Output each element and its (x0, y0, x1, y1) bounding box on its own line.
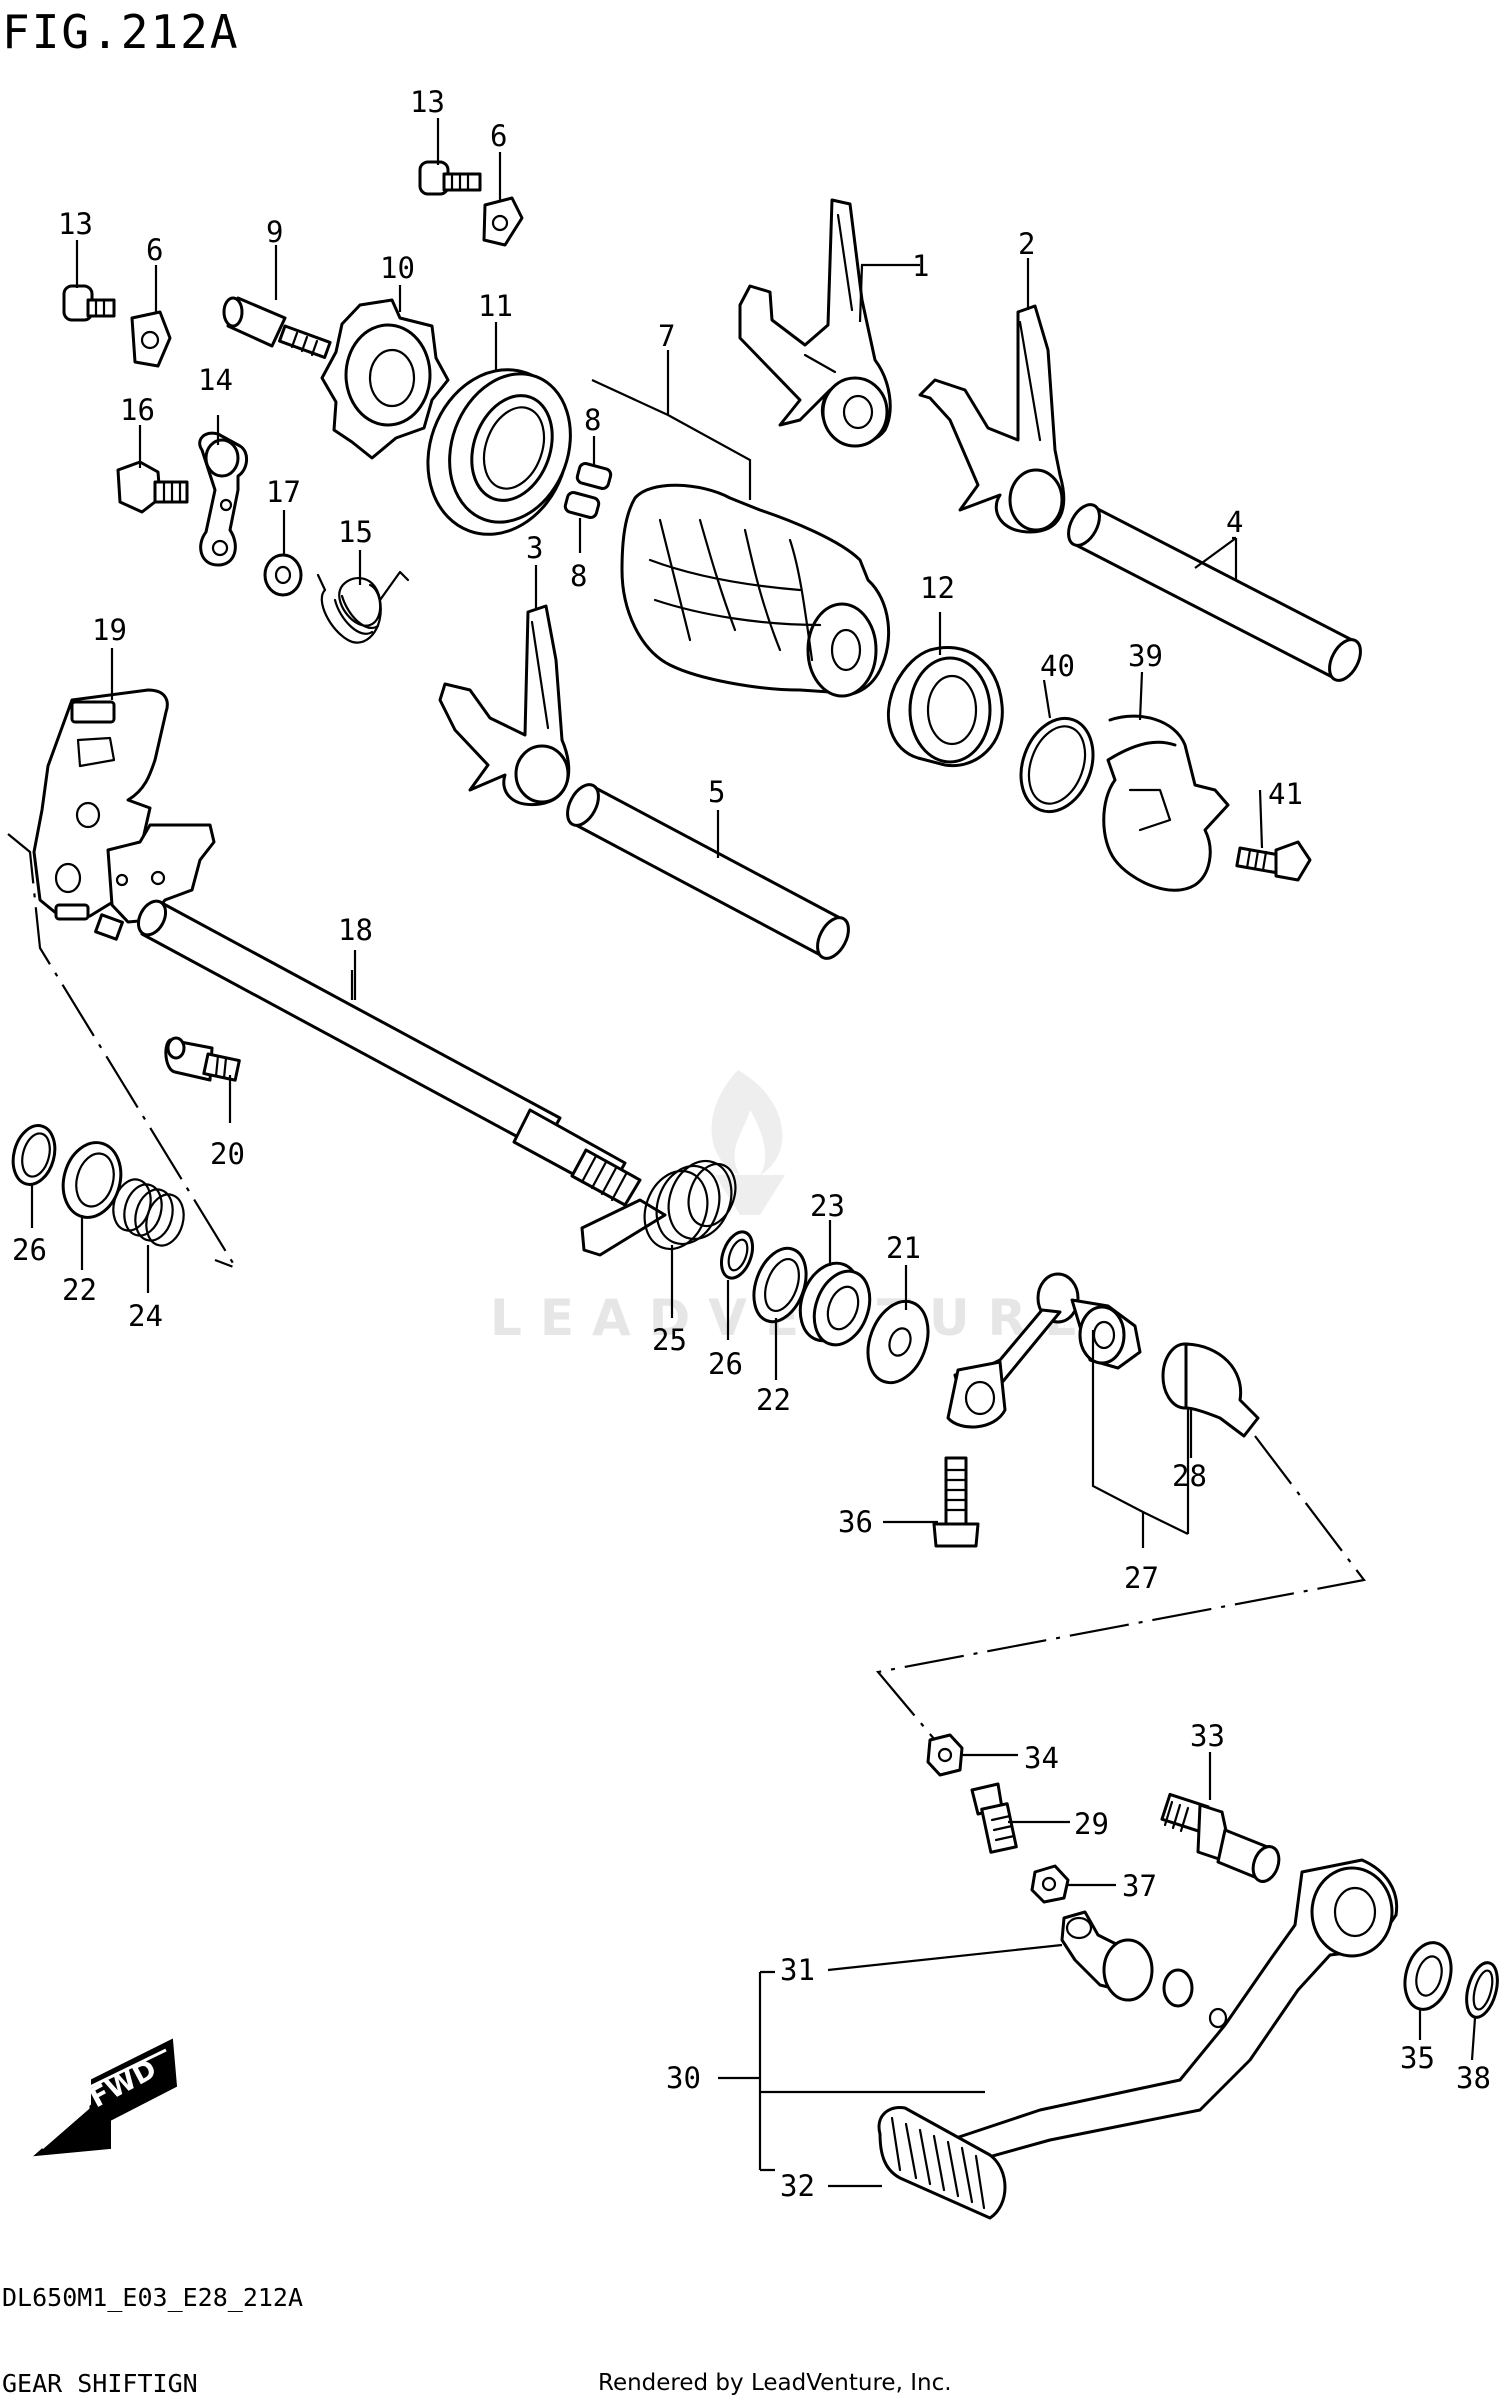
callout-29: 29 (1074, 1807, 1109, 1841)
part-8-pin-lower[interactable] (563, 491, 601, 519)
callout-28: 28 (1172, 1459, 1207, 1493)
part-24-spring[interactable] (108, 1175, 189, 1250)
diagram-name: GEAR SHIFTIGN (2, 2369, 198, 2398)
part-5-fork-shaft[interactable] (561, 779, 855, 963)
callout-34: 34 (1024, 1741, 1059, 1775)
part-13-screw-left[interactable] (62, 284, 116, 322)
part-28-boot[interactable] (1161, 1342, 1260, 1438)
callout-15: 15 (338, 515, 373, 549)
part-16-bolt[interactable] (116, 460, 189, 514)
part-14-stopper-arm[interactable] (198, 431, 248, 567)
part-7-shift-drum[interactable] (620, 483, 891, 698)
callout-23: 23 (810, 1189, 845, 1223)
callout-37: 37 (1122, 1869, 1157, 1903)
callout-1: 1 (912, 249, 929, 283)
part-15-spring[interactable] (316, 570, 410, 644)
callout-25: 25 (652, 1323, 687, 1357)
callout-10: 10 (380, 251, 415, 285)
callout-11: 11 (478, 289, 513, 323)
part-22-washer-left[interactable] (55, 1136, 129, 1224)
part-6-plate-left[interactable] (130, 310, 172, 368)
part-34-nut[interactable] (926, 1733, 964, 1777)
part-37-nut[interactable] (1030, 1864, 1070, 1904)
part-27-link-rod[interactable] (946, 1272, 1142, 1429)
callout-26: 26 (708, 1347, 743, 1381)
callout-32: 32 (780, 2169, 815, 2203)
callout-14: 14 (198, 363, 233, 397)
part-9-pin[interactable] (222, 296, 332, 359)
part-2-shift-fork[interactable] (918, 304, 1066, 534)
part-10-shift-cam[interactable] (320, 298, 450, 460)
part-29-bolt[interactable] (970, 1782, 1018, 1854)
callout-22: 22 (62, 1273, 97, 1307)
part-4-fork-shaft[interactable] (1062, 499, 1367, 685)
callout-38: 38 (1456, 2061, 1491, 2095)
part-19-shift-arm-plate[interactable] (32, 688, 169, 921)
callout-9: 9 (266, 215, 283, 249)
callout-35: 35 (1400, 2041, 1435, 2075)
callout-17: 17 (266, 475, 301, 509)
part-21-washer[interactable] (857, 1293, 938, 1391)
part-20-pin[interactable] (164, 1036, 241, 1082)
callout-5: 5 (708, 775, 725, 809)
part-38-circlip[interactable] (1461, 1959, 1500, 2020)
callout-19: 19 (92, 613, 127, 647)
diagram-code: DL650M1_E03_E28_212A (2, 2283, 303, 2312)
callout-labels: 13 6 13 6 9 10 11 7 1 2 8 8 14 16 17 15 … (12, 85, 1491, 2203)
part-6-plate-upper[interactable] (482, 196, 524, 247)
part-40-o-ring[interactable] (1009, 708, 1106, 821)
part-23-oil-seal[interactable] (790, 1255, 879, 1353)
part-41-bolt[interactable] (1235, 840, 1312, 882)
part-17-washer[interactable] (263, 553, 303, 597)
callout-22: 22 (756, 1383, 791, 1417)
callout-27: 27 (1124, 1561, 1159, 1595)
callout-6: 6 (146, 233, 163, 267)
part-11-bearing[interactable] (405, 350, 590, 554)
callout-20: 20 (210, 1137, 245, 1171)
callout-13: 13 (58, 207, 93, 241)
part-39-clamp[interactable] (1102, 714, 1230, 892)
callout-39: 39 (1128, 639, 1163, 673)
part-33-pivot-bolt[interactable] (1160, 1792, 1283, 1885)
part-3-shift-fork[interactable] (438, 604, 571, 807)
callout-24: 24 (128, 1299, 163, 1333)
callout-8: 8 (584, 403, 601, 437)
callout-3: 3 (526, 531, 543, 565)
callout-8: 8 (570, 559, 587, 593)
fwd-arrow-icon: FWD (33, 2038, 178, 2157)
part-36-bolt[interactable] (932, 1456, 980, 1548)
part-26-circlip-left[interactable] (7, 1121, 61, 1189)
part-31-rod-end[interactable] (1060, 1910, 1154, 2002)
figure-title: FIG.212A (2, 5, 240, 59)
leader-lines (7, 118, 1477, 2188)
callout-4: 4 (1226, 505, 1243, 539)
callout-21: 21 (886, 1231, 921, 1265)
part-1-shift-fork[interactable] (738, 198, 892, 448)
render-credit: Rendered by LeadVenture, Inc. (598, 2370, 952, 2396)
callout-26: 26 (12, 1233, 47, 1267)
callout-41: 41 (1268, 777, 1303, 811)
part-8-pin-upper[interactable] (575, 462, 613, 490)
callout-40: 40 (1040, 649, 1075, 683)
part-13-screw-upper[interactable] (418, 160, 482, 196)
callout-16: 16 (120, 393, 155, 427)
part-12-needle-bearing[interactable] (886, 645, 1004, 768)
part-25-return-spring[interactable] (580, 1152, 744, 1258)
callout-12: 12 (920, 571, 955, 605)
part-30-gearshift-lever[interactable] (877, 1858, 1399, 2220)
callout-7: 7 (658, 319, 675, 353)
part-18-gearshift-shaft[interactable] (94, 823, 642, 1207)
callout-30: 30 (666, 2061, 701, 2095)
callout-33: 33 (1190, 1719, 1225, 1753)
callout-13: 13 (410, 85, 445, 119)
part-35-washer[interactable] (1398, 1937, 1458, 2014)
part-26-circlip-center[interactable] (716, 1228, 759, 1283)
callout-18: 18 (338, 913, 373, 947)
callout-36: 36 (838, 1505, 873, 1539)
callout-31: 31 (780, 1953, 815, 1987)
callout-6: 6 (490, 119, 507, 153)
callout-2: 2 (1018, 227, 1035, 261)
